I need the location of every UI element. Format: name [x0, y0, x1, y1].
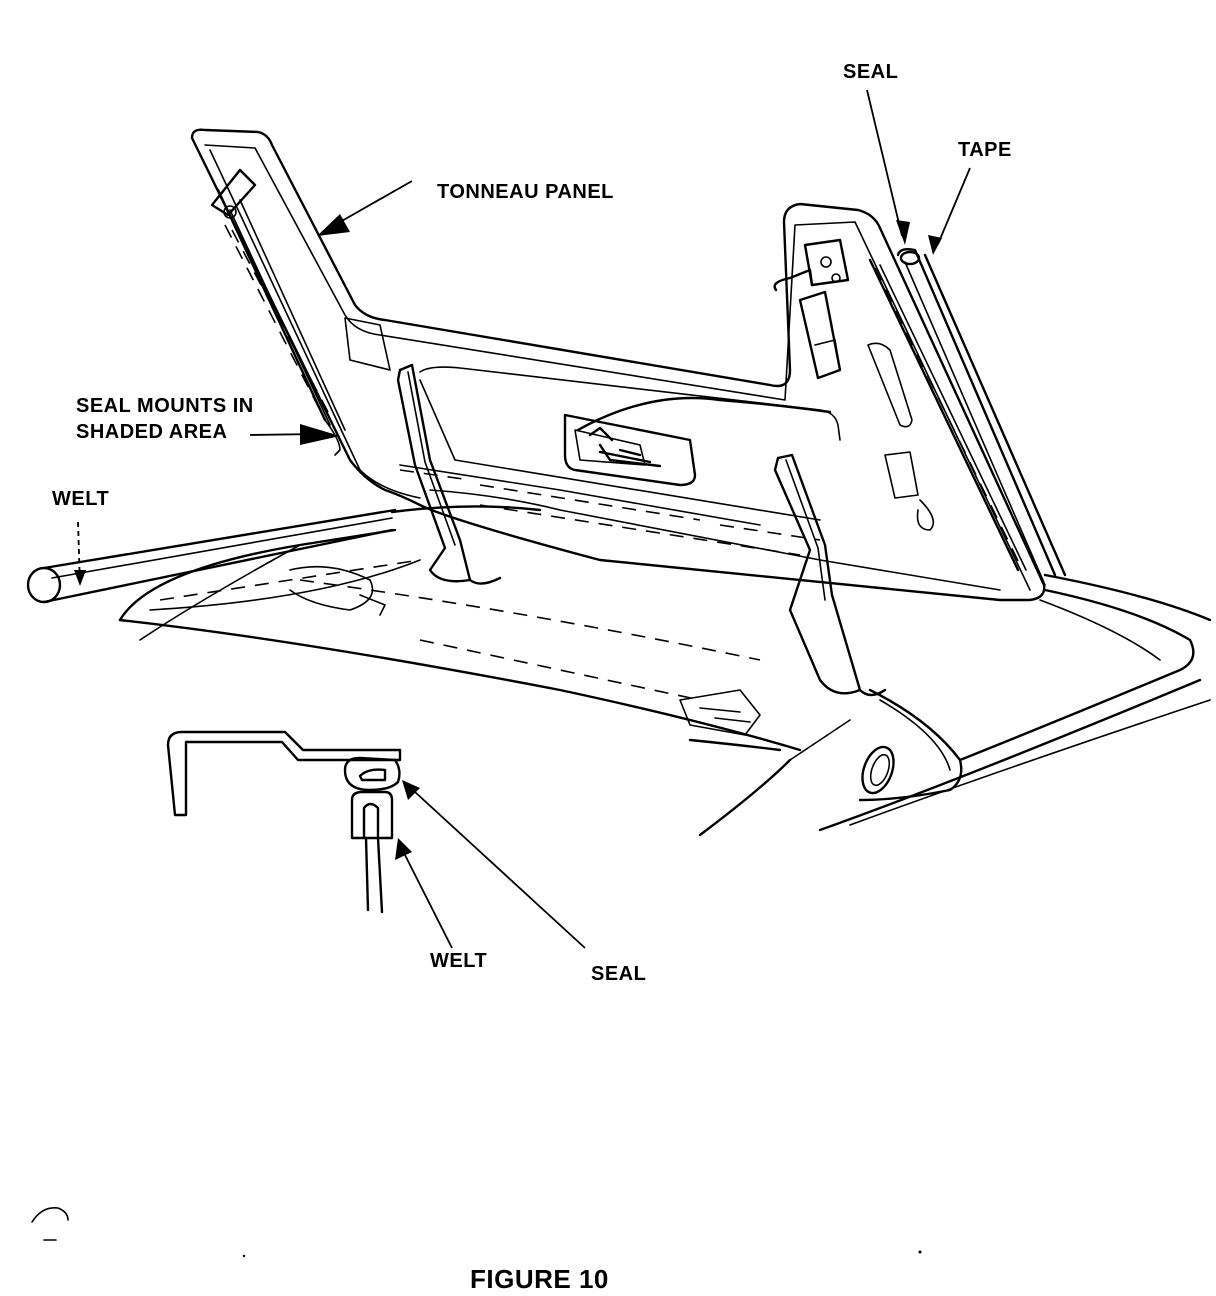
tonneau-panel	[190, 128, 1067, 602]
label-seal-detail: SEAL	[591, 963, 646, 985]
car-body	[26, 505, 1212, 837]
leader-lines	[74, 89, 971, 949]
callout-labels: SEAL TAPE TONNEAU PANEL SEAL MOUNTS IN S…	[52, 61, 1012, 985]
label-tonneau-panel: TONNEAU PANEL	[437, 181, 614, 203]
figure-caption: FIGURE 10	[470, 1264, 609, 1294]
seal-section-detail	[166, 730, 402, 914]
label-seal-mounts-line1: SEAL MOUNTS IN	[76, 395, 254, 417]
label-welt-left: WELT	[52, 488, 109, 510]
label-welt-detail: WELT	[430, 950, 487, 972]
scan-marks	[31, 1206, 922, 1258]
support-braces	[396, 363, 887, 697]
label-tape: TAPE	[958, 139, 1012, 161]
label-seal-top: SEAL	[843, 61, 898, 83]
label-seal-mounts-line2: SHADED AREA	[76, 421, 227, 443]
